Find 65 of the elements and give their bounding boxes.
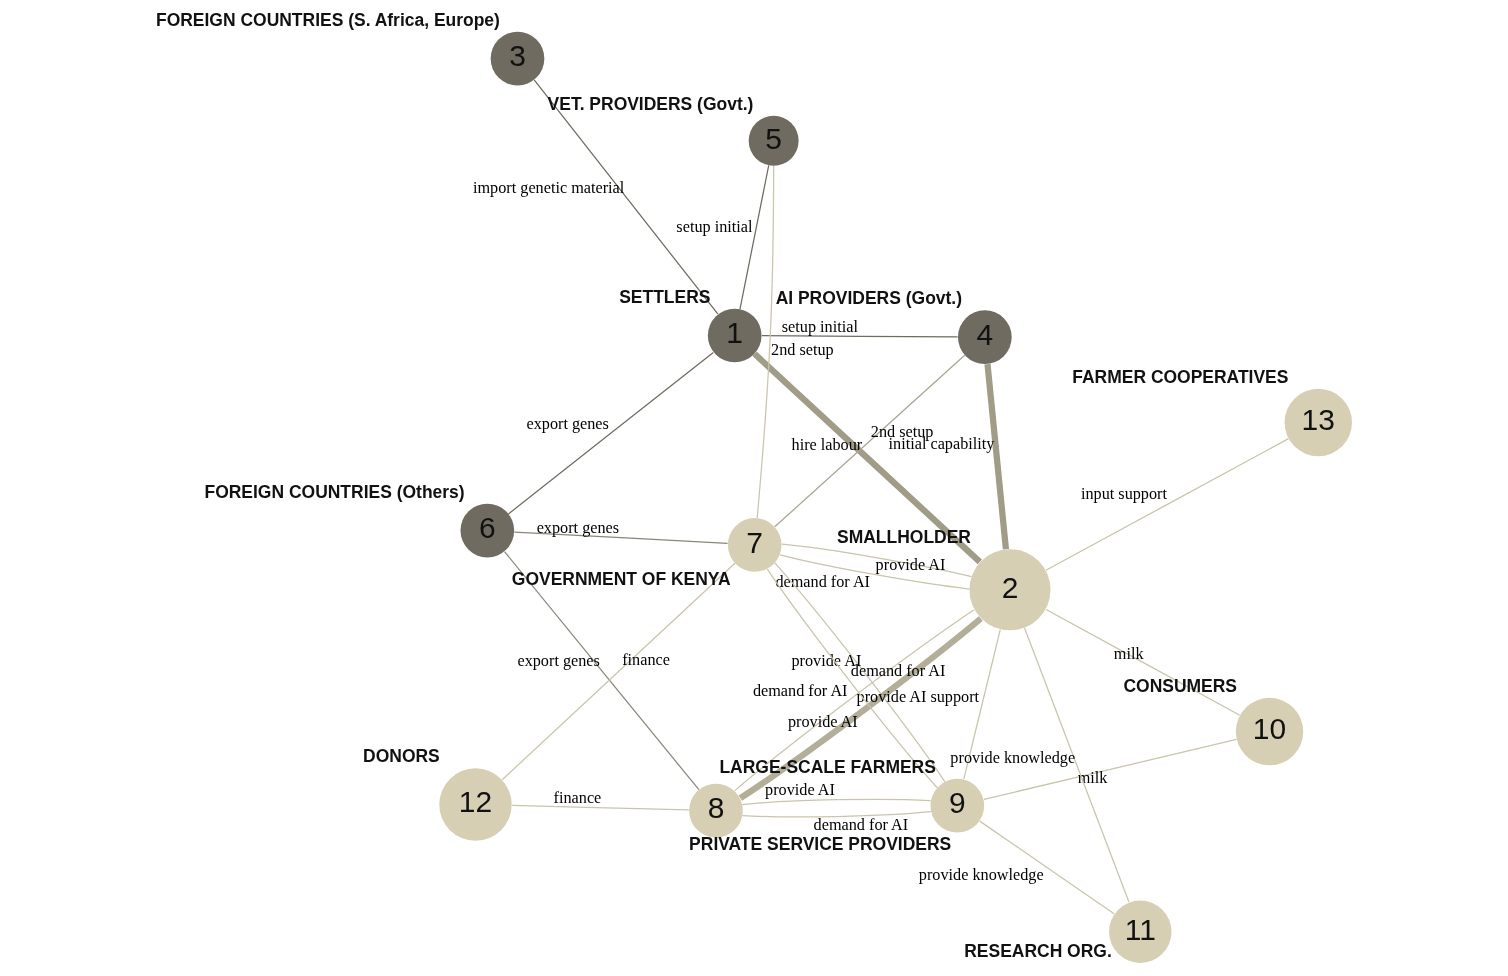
edge-label: export genes [517, 652, 600, 671]
connector [503, 551, 700, 791]
edge-label: 2nd setup [771, 341, 834, 360]
connector [511, 804, 690, 811]
edge-label: provide AI [875, 556, 946, 575]
node-label: LARGE-SCALE FARMERS [719, 756, 936, 777]
edge-label: export genes [526, 414, 609, 433]
node-circle: 8 [689, 783, 743, 838]
edge-label: milk [1077, 768, 1108, 787]
node-label: CONSUMERS [1123, 675, 1237, 696]
connector [781, 543, 973, 578]
node-circle: 13 [1284, 388, 1352, 457]
connector [533, 79, 719, 315]
edge-label: provide knowledge [918, 865, 1044, 884]
edge-label: provide knowledge [950, 748, 1076, 767]
node-label: FOREIGN COUNTRIES (Others) [204, 481, 465, 502]
node-circle: 3 [490, 31, 545, 86]
connector [752, 351, 982, 565]
node-circle: 9 [930, 778, 985, 833]
connector [739, 164, 770, 310]
connector [1023, 627, 1130, 903]
edge-label: provide AI support [856, 688, 980, 707]
node-circle: 7 [727, 518, 782, 572]
connector [1045, 608, 1241, 716]
edge-label: demand for AI [813, 815, 909, 834]
node-circle: 2 [969, 549, 1051, 631]
edge-label: input support [1080, 485, 1168, 504]
node-label: DONORS [363, 746, 440, 767]
node-label: SMALLHOLDER [837, 527, 971, 548]
edge-label: setup initial [676, 218, 753, 237]
connector [984, 363, 1010, 550]
connector [501, 562, 736, 781]
node-label: FARMER COOPERATIVES [1072, 366, 1289, 387]
edge-label: hire labour [791, 436, 863, 455]
connector [983, 738, 1238, 800]
node-label: RESEARCH ORG. [964, 940, 1112, 961]
edge-label: import genetic material [472, 178, 625, 197]
node-circle: 12 [439, 768, 512, 841]
node-circle: 1 [707, 308, 762, 363]
edge-label: export genes [536, 519, 620, 538]
connector [741, 798, 932, 806]
edge-label: demand for AI [775, 572, 871, 591]
node-circle: 5 [748, 115, 799, 166]
connector [507, 351, 714, 515]
connector [1045, 438, 1290, 571]
connector [774, 354, 966, 528]
connector [779, 554, 970, 590]
node-label: FOREIGN COUNTRIES (S. Africa, Europe) [155, 9, 500, 30]
node-circle: 6 [460, 503, 515, 558]
edge-label: setup initial [781, 317, 858, 336]
connector [963, 628, 1001, 780]
edge-label: provide AI [765, 781, 835, 800]
connector [741, 811, 932, 818]
edge-label: milk [1113, 644, 1144, 663]
node-circle: 10 [1235, 697, 1304, 766]
edge-label: finance [622, 650, 670, 669]
edge-label: finance [553, 789, 602, 808]
connector [756, 165, 775, 519]
connector [513, 531, 729, 545]
node-label: AI PROVIDERS (Govt.) [775, 288, 963, 309]
node-circle: 4 [958, 310, 1012, 364]
edge-label: demand for AI [752, 681, 848, 700]
connector [979, 820, 1115, 915]
node-label: SETTLERS [619, 286, 711, 307]
connector [761, 335, 959, 338]
